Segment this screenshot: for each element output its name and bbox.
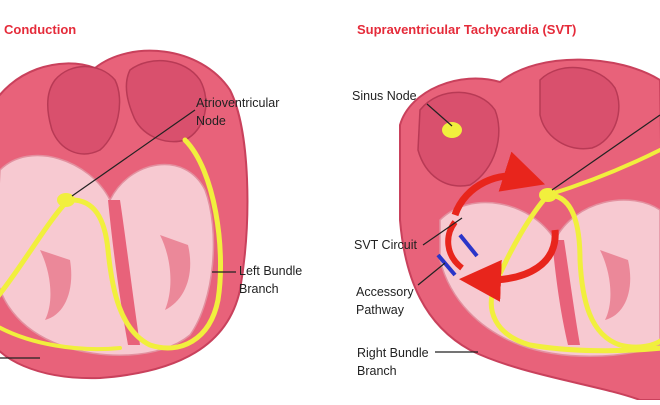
av-node-leader-right xyxy=(551,114,660,191)
label-left-bundle-line-1: Left Bundle xyxy=(239,264,303,278)
svt-circuit-leader xyxy=(422,217,463,246)
right-conduction-pathway xyxy=(545,192,660,350)
label-sinus-node-line-1: Sinus Node xyxy=(352,89,417,103)
left-conduction-pathway-bottom xyxy=(0,325,122,352)
title-svt: Supraventricular Tachycardia (SVT) xyxy=(357,22,577,37)
svt-circuit-arrow-bottom xyxy=(459,229,559,302)
label-left-bundle-line-2: Branch xyxy=(239,282,279,296)
heart-left xyxy=(0,49,249,380)
label-accessory-pathway-line-2: Pathway xyxy=(356,303,404,317)
label-accessory-pathway-line-1: Accessory xyxy=(356,285,414,299)
heart-right-septum xyxy=(552,240,580,345)
left-conduction-pathway-right-branch xyxy=(0,197,71,298)
right-conduction-pathway-right-branch xyxy=(488,192,660,354)
title-normal-conduction: Conduction xyxy=(4,22,77,37)
label-av-node-line-2: Node xyxy=(196,114,226,128)
label-right-bundle-line-1: Right Bundle xyxy=(357,346,429,360)
label-av-node: Atrioventricular Node xyxy=(196,94,279,130)
heart-right-atrium-right xyxy=(417,91,500,187)
heart-left-septum xyxy=(108,200,140,345)
svt-circuit-arrow-left xyxy=(445,220,464,271)
left-conduction-pathway xyxy=(65,137,224,351)
heart-left-atrium-right xyxy=(47,65,121,155)
heart-left-papillary-muscle-b xyxy=(160,235,191,310)
sinus-node-dot xyxy=(442,122,462,138)
label-accessory-pathway: Accessory Pathway xyxy=(356,283,414,319)
right-conduction-pathway-top xyxy=(546,148,660,197)
sinus-node-leader xyxy=(426,103,453,127)
heart-right xyxy=(399,58,660,401)
label-sinus-node: Sinus Node xyxy=(352,87,417,105)
label-av-node-line-1: Atrioventricular xyxy=(196,96,280,110)
accessory-pathway-bar-1 xyxy=(436,253,457,277)
label-right-bundle: Right Bundle Branch xyxy=(357,344,429,380)
label-svt-circuit-line-1: SVT Circuit xyxy=(354,238,417,252)
heart-left-papillary-muscle-a xyxy=(40,250,72,320)
av-node-dot-right xyxy=(539,188,557,202)
svt-circuit-arrow-top xyxy=(451,151,546,217)
accessory-pathway-bar-2 xyxy=(458,233,479,258)
heart-right-papillary-muscle xyxy=(600,250,631,320)
label-svt-circuit: SVT Circuit xyxy=(354,236,417,254)
accessory-pathway-leader xyxy=(417,262,446,286)
av-node-leader xyxy=(71,109,196,197)
heart-right-atrium-left xyxy=(539,66,620,150)
label-right-bundle-line-2: Branch xyxy=(357,364,397,378)
av-node-dot xyxy=(57,193,75,207)
label-left-bundle: Left Bundle Branch xyxy=(239,262,302,298)
